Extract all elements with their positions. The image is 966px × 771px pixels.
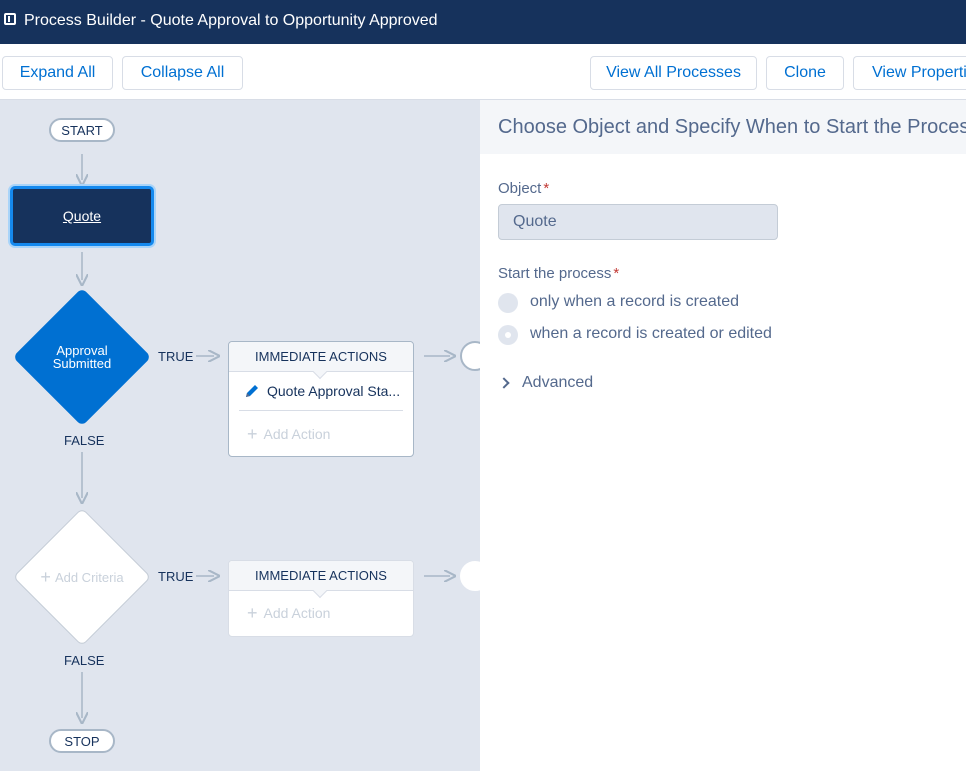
immediate-actions-box-empty: IMMEDIATE ACTIONS + Add Action xyxy=(228,560,414,637)
action-item-label: Quote Approval Sta... xyxy=(267,383,401,399)
radio-created-only-label[interactable]: only when a record is created xyxy=(530,293,739,310)
process-canvas: START Quote Approval Submitted TRUE FALS… xyxy=(0,100,480,771)
advanced-label: Advanced xyxy=(522,374,594,391)
radio-created-only[interactable] xyxy=(498,293,518,313)
true-label: TRUE xyxy=(158,569,194,584)
action-item[interactable]: Quote Approval Sta... xyxy=(243,382,400,400)
required-mark: * xyxy=(613,265,620,282)
properties-panel: Choose Object and Specify When to Start … xyxy=(480,100,966,771)
object-label-text: Object xyxy=(498,180,542,197)
stop-node: STOP xyxy=(49,729,115,753)
title-bar: Process Builder - Quote Approval to Oppo… xyxy=(0,0,966,44)
scheduled-actions-node[interactable] xyxy=(460,341,480,371)
true-label: TRUE xyxy=(158,349,194,364)
chevron-right-icon xyxy=(498,377,510,389)
start-process-label: Start the process* xyxy=(498,265,619,282)
window-title: Process Builder - Quote Approval to Oppo… xyxy=(24,12,438,29)
toolbar: Expand All Collapse All View All Process… xyxy=(0,44,966,100)
object-field[interactable]: Quote xyxy=(498,204,778,240)
object-node-label[interactable]: Quote xyxy=(62,208,102,224)
immediate-actions-header: IMMEDIATE ACTIONS xyxy=(229,561,413,591)
add-criteria-text: Add Criteria xyxy=(54,569,124,585)
divider xyxy=(239,410,403,411)
false-label: FALSE xyxy=(64,653,105,668)
plus-icon: + xyxy=(40,567,51,587)
immediate-actions-header: IMMEDIATE ACTIONS xyxy=(229,342,413,372)
add-action-label: Add Action xyxy=(263,605,331,621)
add-action-button[interactable]: + Add Action xyxy=(247,603,331,623)
criteria-node-add[interactable]: + Add Criteria xyxy=(12,507,152,647)
add-action-button[interactable]: + Add Action xyxy=(247,424,331,444)
start-label-text: Start the process xyxy=(498,265,612,282)
object-field-label: Object* xyxy=(498,180,549,197)
radio-created-or-edited[interactable] xyxy=(498,325,518,345)
view-properties-button[interactable]: View Properties xyxy=(853,56,966,90)
plus-icon: + xyxy=(247,424,258,444)
immediate-actions-box: IMMEDIATE ACTIONS Quote Approval Sta... … xyxy=(228,341,414,457)
view-all-processes-button[interactable]: View All Processes xyxy=(590,56,757,90)
process-builder-icon xyxy=(4,13,16,25)
scheduled-actions-node-empty[interactable] xyxy=(460,561,480,591)
expand-all-button[interactable]: Expand All xyxy=(2,56,113,90)
start-node: START xyxy=(49,118,115,142)
advanced-toggle[interactable]: Advanced xyxy=(498,374,593,392)
clone-button[interactable]: Clone xyxy=(766,56,844,90)
panel-header: Choose Object and Specify When to Start … xyxy=(480,100,966,154)
collapse-all-button[interactable]: Collapse All xyxy=(122,56,243,90)
pencil-icon xyxy=(246,385,258,397)
criteria-label: Approval Submitted xyxy=(52,343,112,371)
add-action-label: Add Action xyxy=(263,426,331,442)
add-criteria-label: + Add Criteria xyxy=(12,507,152,647)
object-node[interactable]: Quote xyxy=(10,186,154,246)
plus-icon: + xyxy=(247,603,258,623)
false-label: FALSE xyxy=(64,433,105,448)
required-mark: * xyxy=(543,180,550,197)
criteria-node-approval-submitted[interactable]: Approval Submitted xyxy=(12,287,152,427)
connector-lines xyxy=(0,154,480,771)
radio-created-or-edited-label[interactable]: when a record is created or edited xyxy=(530,325,772,342)
panel-heading: Choose Object and Specify When to Start … xyxy=(498,116,966,138)
